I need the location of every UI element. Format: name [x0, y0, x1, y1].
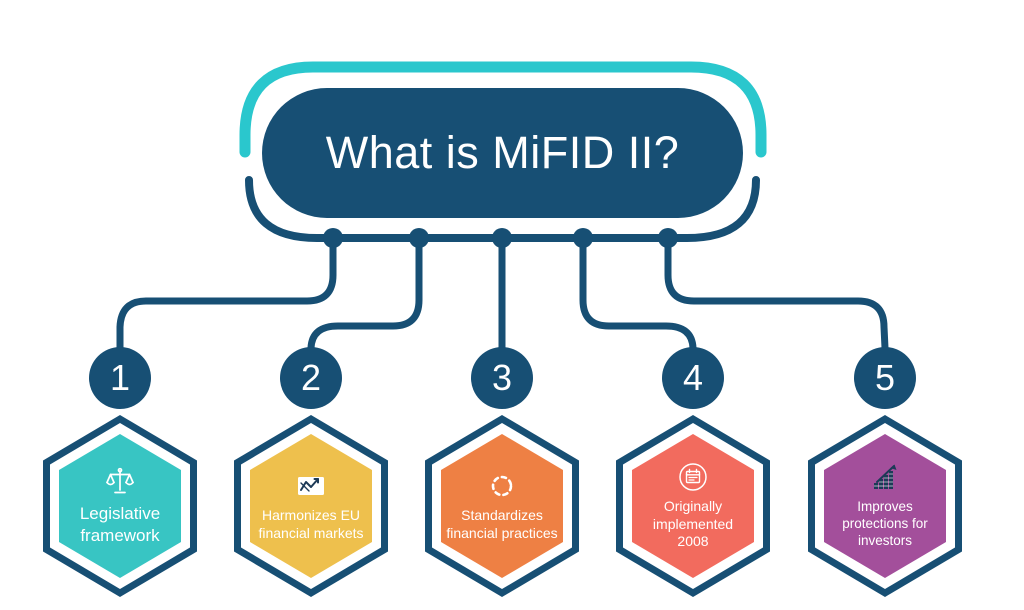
hexagon-item-standardizes-practices: Standardizes financial practices [425, 415, 579, 597]
number-badge-4: 4 [662, 347, 724, 409]
hexagon-label: Originally implemented 2008 [652, 498, 734, 550]
hexagon-item-legislative-framework: Legislative framework [43, 415, 197, 597]
scales-icon [106, 468, 134, 494]
wire-4 [579, 234, 697, 352]
number-1: 1 [109, 357, 131, 398]
dashed-circle-icon [491, 475, 513, 497]
page-title: What is MiFID II? [325, 127, 680, 178]
hexagon-item-investor-protections: Improves protections for investors [808, 415, 962, 597]
hexagon-label: Legislative framework [79, 504, 161, 545]
number-2: 2 [300, 357, 322, 398]
hexagon-item-implemented-2008: Originally implemented 2008 [616, 415, 770, 597]
junction-dot [409, 228, 429, 248]
hexagon-item-harmonizes-markets: Harmonizes EU financial markets [234, 415, 388, 597]
junction-dot [492, 228, 512, 248]
wire-1 [116, 234, 337, 352]
junction-dot [573, 228, 593, 248]
number-3: 3 [491, 357, 513, 398]
wire-5 [664, 234, 889, 352]
line-chart-icon [298, 477, 324, 495]
hexagon-label: Improves protections for investors [842, 499, 928, 548]
number-badge-3: 3 [471, 347, 533, 409]
junction-dot [323, 228, 343, 248]
junction-dot [658, 228, 678, 248]
growth-chart-icon [874, 464, 897, 490]
hexagon-fill: Harmonizes EU financial markets [250, 434, 372, 578]
hexagon-label: Standardizes financial practices [446, 507, 558, 541]
number-4: 4 [682, 357, 704, 398]
number-badge-5: 5 [854, 347, 916, 409]
number-badge-1: 1 [89, 347, 151, 409]
number-badge-2: 2 [280, 347, 342, 409]
wire-2 [307, 234, 423, 352]
title-pill: What is MiFID II? [262, 88, 743, 218]
hexagon-label: Harmonizes EU financial markets [258, 507, 364, 541]
calendar-icon [679, 463, 707, 491]
number-5: 5 [874, 357, 896, 398]
